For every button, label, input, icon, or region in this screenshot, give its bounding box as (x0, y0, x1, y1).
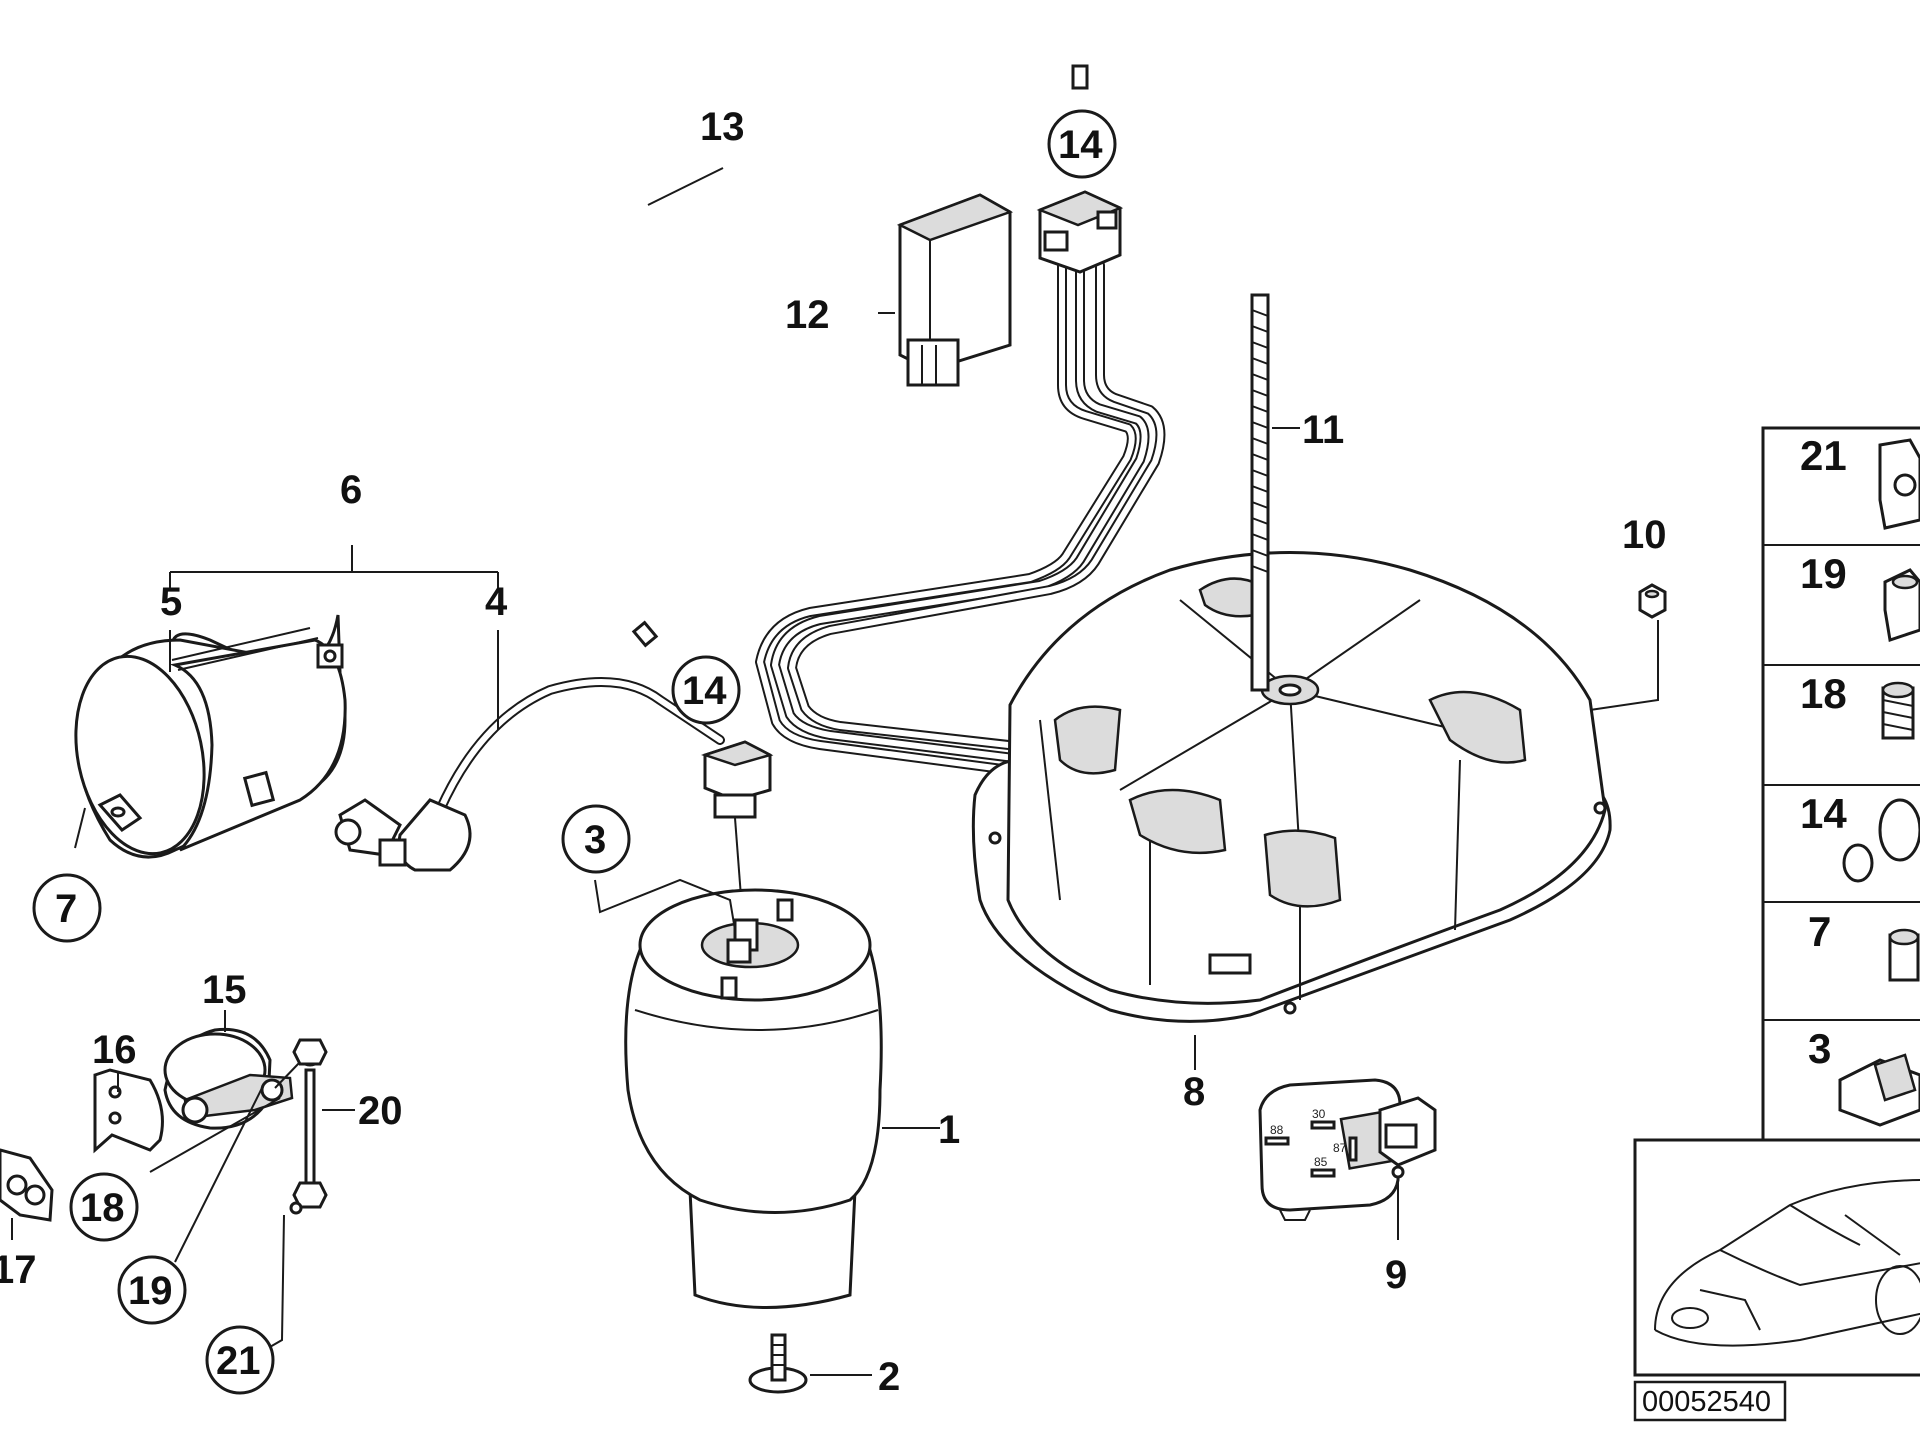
pressure-reservoir-5 (74, 614, 347, 859)
relay-pin-30: 30 (1312, 1107, 1326, 1121)
label-6: 6 (340, 468, 362, 512)
screw-2 (748, 1333, 808, 1394)
label-17: 17 (0, 1248, 37, 1292)
label-3: 3 (584, 818, 606, 862)
pipe-13 (436, 8, 1089, 648)
side-label-14: 14 (1800, 790, 1847, 837)
label-8: 8 (1183, 1070, 1205, 1114)
label-19: 19 (128, 1269, 173, 1313)
side-label-19: 19 (1800, 550, 1847, 597)
label-11: 11 (1302, 408, 1344, 452)
height-sensor-15 (163, 1027, 294, 1130)
label-21: 21 (216, 1339, 261, 1383)
vehicle-thumbnail (1633, 1138, 1920, 1377)
reference-box: 00052540 (1633, 1380, 1787, 1422)
label-16: 16 (92, 1028, 137, 1072)
bracket-16 (93, 1068, 164, 1154)
relay-pin-85: 85 (1314, 1155, 1328, 1169)
side-label-7: 7 (1808, 908, 1831, 955)
air-spring-1 (624, 888, 883, 1309)
label-1: 1 (938, 1108, 960, 1152)
label-7: 7 (55, 887, 77, 931)
label-14-top: 14 (1058, 123, 1103, 167)
nut-10 (1638, 583, 1667, 619)
label-20: 20 (358, 1089, 403, 1133)
label-18: 18 (80, 1186, 125, 1230)
label-14-mid: 14 (682, 669, 727, 713)
label-12: 12 (785, 293, 830, 337)
part-labels: 1 2 3 4 5 6 7 8 9 10 11 12 13 14 14 15 1… (0, 105, 1667, 1399)
control-unit-12 (896, 193, 1014, 387)
label-15: 15 (202, 968, 247, 1012)
plate-17 (0, 1148, 54, 1222)
stud-11 (1250, 293, 1270, 692)
side-label-18: 18 (1800, 670, 1847, 717)
leader-lines (11, 167, 1659, 1376)
label-4: 4 (485, 580, 508, 624)
wiring-harness (755, 190, 1166, 777)
cover-8 (971, 551, 1612, 1023)
side-panel: 21 19 18 14 7 3 (1761, 426, 1920, 1150)
label-5: 5 (160, 580, 182, 624)
side-label-3: 3 (1808, 1025, 1831, 1072)
relay-pin-88: 88 (1270, 1123, 1284, 1137)
side-label-21: 21 (1800, 432, 1847, 479)
label-9: 9 (1385, 1253, 1407, 1297)
air-hose-4 (334, 677, 774, 911)
relay-9: 30 88 87 85 (1258, 1078, 1437, 1221)
reference-number: 00052540 (1642, 1386, 1771, 1418)
label-10: 10 (1622, 513, 1667, 557)
link-rod-20 (274, 1038, 328, 1215)
label-2: 2 (878, 1355, 900, 1399)
label-13: 13 (700, 105, 745, 149)
callouts (32, 109, 1117, 1395)
relay-pin-87: 87 (1333, 1141, 1347, 1155)
